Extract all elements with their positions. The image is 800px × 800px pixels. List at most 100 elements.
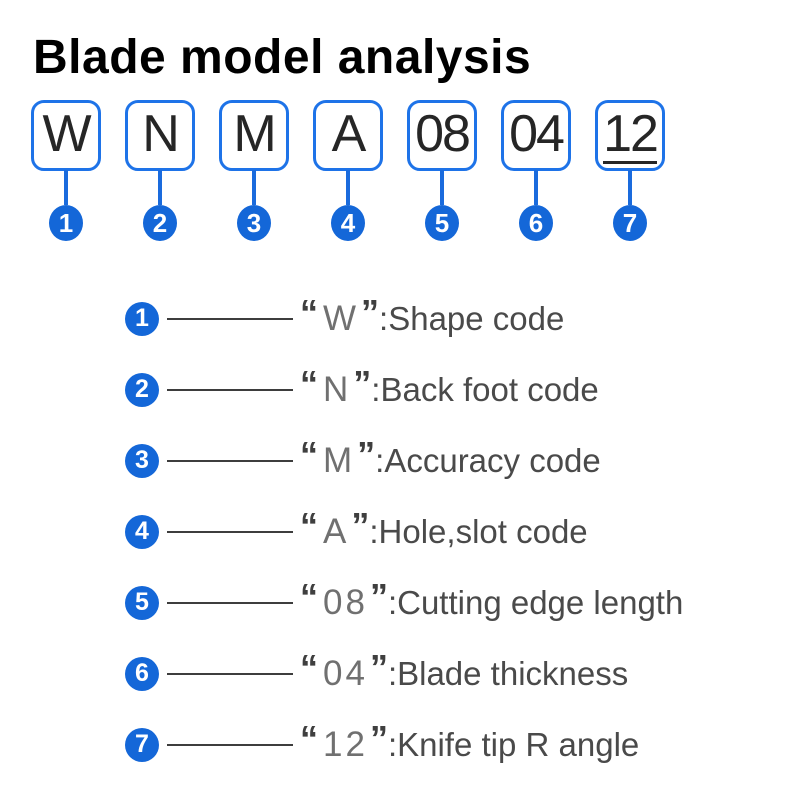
- open-quote: “: [300, 717, 318, 759]
- colon: :: [379, 300, 389, 337]
- close-quote: ”: [351, 504, 370, 546]
- legend-index-badge: 4: [125, 514, 159, 549]
- code-description: Blade thickness: [397, 655, 629, 692]
- model-code-column-2: N 2: [125, 100, 195, 241]
- legend-index-badge: 3: [125, 443, 159, 478]
- code-description: Cutting edge length: [397, 584, 684, 621]
- model-code-column-6: 04 6: [501, 100, 571, 241]
- open-quote: “: [300, 646, 318, 688]
- connector-line: [252, 170, 256, 205]
- connector-line: [64, 170, 68, 205]
- legend-text: “ N ” : Back foot code: [300, 365, 599, 409]
- code-value: 04: [323, 654, 368, 693]
- legend-row-3: 3 “ M ” : Accuracy code: [125, 425, 683, 496]
- colon: :: [371, 371, 381, 408]
- code-box: 04: [501, 100, 571, 171]
- code-box: W: [31, 100, 101, 171]
- connector-line: [628, 170, 632, 205]
- legend-connector-line: [167, 317, 293, 320]
- legend-row-1: 1 “ W ” : Shape code: [125, 283, 683, 354]
- close-quote: ”: [361, 291, 380, 333]
- open-quote: “: [300, 291, 318, 333]
- code-value: A: [323, 512, 350, 551]
- code-box-label: 08: [415, 104, 471, 163]
- legend-row-7: 7 “ 12 ” : Knife tip R angle: [125, 709, 683, 780]
- close-quote: ”: [369, 646, 388, 688]
- legend-row-4: 4 “ A ” : Hole,slot code: [125, 496, 683, 567]
- code-description: Hole,slot code: [378, 513, 588, 550]
- model-code-column-4: A 4: [313, 100, 383, 241]
- legend-text: “ 04 ” : Blade thickness: [300, 649, 629, 693]
- code-value: W: [323, 299, 360, 338]
- code-value: M: [323, 441, 356, 480]
- index-badge: 2: [143, 205, 177, 241]
- index-badge: 6: [519, 205, 553, 241]
- code-value: 08: [323, 583, 368, 622]
- model-code-column-3: M 3: [219, 100, 289, 241]
- close-quote: ”: [369, 717, 388, 759]
- index-badge: 4: [331, 205, 365, 241]
- legend-text: “ W ” : Shape code: [300, 294, 565, 338]
- open-quote: “: [300, 575, 318, 617]
- code-value: N: [323, 370, 352, 409]
- legend-connector-line: [167, 530, 293, 533]
- code-box-label: W: [42, 104, 91, 163]
- code-box-label: M: [233, 104, 276, 163]
- colon: :: [387, 655, 398, 692]
- open-quote: “: [300, 504, 318, 546]
- colon: :: [375, 442, 385, 479]
- code-box-label: A: [331, 104, 367, 163]
- code-box: A: [313, 100, 383, 171]
- legend-row-2: 2 “ N ” : Back foot code: [125, 354, 683, 425]
- close-quote: ”: [353, 362, 372, 404]
- model-code-row: W 1 N 2 M 3 A 4: [31, 100, 665, 241]
- colon: :: [387, 726, 398, 763]
- code-box: 12: [595, 100, 665, 171]
- index-badge: 7: [613, 205, 647, 241]
- legend-index-badge: 1: [125, 301, 159, 336]
- index-badge: 5: [425, 205, 459, 241]
- legend: 1 “ W ” : Shape code 2 “ N ” : Back foot…: [125, 283, 683, 780]
- index-badge: 1: [49, 205, 83, 241]
- index-badge: 3: [237, 205, 271, 241]
- code-description: Knife tip R angle: [397, 726, 640, 763]
- model-code-column-5: 08 5: [407, 100, 477, 241]
- connector-line: [346, 170, 350, 205]
- legend-text: “ M ” : Accuracy code: [300, 436, 601, 480]
- legend-text: “ 12 ” : Knife tip R angle: [300, 720, 640, 764]
- colon: :: [369, 513, 379, 550]
- open-quote: “: [300, 433, 318, 475]
- legend-row-6: 6 “ 04 ” : Blade thickness: [125, 638, 683, 709]
- code-box-label: 04: [509, 104, 565, 163]
- legend-text: “ 08 ” : Cutting edge length: [300, 578, 684, 622]
- connector-line: [158, 170, 162, 205]
- legend-index-badge: 7: [125, 727, 159, 762]
- model-code-column-1: W 1: [31, 100, 101, 241]
- legend-text: “ A ” : Hole,slot code: [300, 507, 588, 551]
- legend-index-badge: 2: [125, 372, 159, 407]
- page-title: Blade model analysis: [33, 31, 532, 84]
- legend-connector-line: [167, 743, 293, 746]
- code-box: N: [125, 100, 195, 171]
- colon: :: [387, 584, 398, 621]
- code-value: 12: [323, 725, 368, 764]
- code-box-label: 12: [603, 104, 659, 164]
- model-code-column-7: 12 7: [595, 100, 665, 241]
- legend-connector-line: [167, 459, 293, 462]
- close-quote: ”: [369, 575, 388, 617]
- code-description: Accuracy code: [384, 442, 601, 479]
- close-quote: ”: [357, 433, 376, 475]
- legend-connector-line: [167, 672, 293, 675]
- legend-connector-line: [167, 601, 293, 604]
- legend-index-badge: 5: [125, 585, 159, 620]
- open-quote: “: [300, 362, 318, 404]
- legend-connector-line: [167, 388, 293, 391]
- code-box: M: [219, 100, 289, 171]
- code-description: Shape code: [388, 300, 565, 337]
- legend-index-badge: 6: [125, 656, 159, 691]
- code-box: 08: [407, 100, 477, 171]
- connector-line: [440, 170, 444, 205]
- legend-row-5: 5 “ 08 ” : Cutting edge length: [125, 567, 683, 638]
- connector-line: [534, 170, 538, 205]
